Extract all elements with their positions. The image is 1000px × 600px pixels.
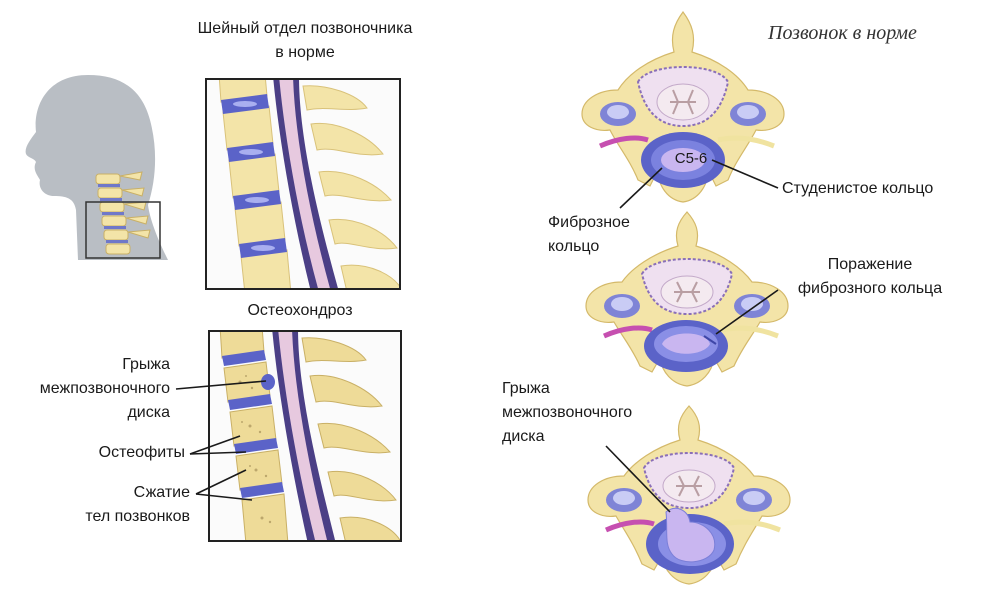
hernia-label-line2: межпозвоночного bbox=[39, 380, 170, 397]
vertebra-damage-illustration bbox=[582, 210, 792, 390]
vertebra-hernia-illustration bbox=[584, 404, 794, 589]
annulus-label-line1: Фиброзное bbox=[548, 214, 630, 231]
normal-vertebra-title: Позвонок в норме bbox=[768, 22, 917, 44]
compression-label-line2: тел позвонков bbox=[85, 508, 190, 525]
compression-label-line1: Сжатие bbox=[133, 484, 190, 501]
osteophytes-label: Остеофиты bbox=[98, 444, 185, 461]
osteochondrosis-spine-panel bbox=[208, 330, 402, 542]
right-hernia-label-line3: диска bbox=[502, 428, 545, 445]
annulus-damage-label-line1: Поражение bbox=[827, 256, 913, 273]
right-hernia-label-line2: межпозвоночного bbox=[502, 404, 633, 421]
hernia-label-line3: диска bbox=[127, 404, 170, 421]
right-hernia-label-line1: Грыжа bbox=[502, 380, 550, 397]
normal-spine-panel bbox=[205, 78, 401, 290]
vertebra-code-label: C5-6 bbox=[674, 150, 708, 167]
normal-spine-title-line1: Шейный отдел позвоночника bbox=[197, 20, 413, 37]
nucleus-label: Студенистое кольцо bbox=[782, 180, 934, 197]
annulus-label-line2: кольцо bbox=[548, 238, 600, 255]
osteochondrosis-title: Остеохондроз bbox=[247, 302, 353, 319]
annulus-damage-label-line2: фиброзного кольца bbox=[797, 280, 943, 297]
vertebra-normal-illustration bbox=[578, 10, 788, 210]
hernia-label-line1: Грыжа bbox=[122, 356, 170, 373]
head-silhouette-illustration bbox=[18, 70, 178, 270]
normal-spine-title-line2: в норме bbox=[275, 44, 335, 61]
